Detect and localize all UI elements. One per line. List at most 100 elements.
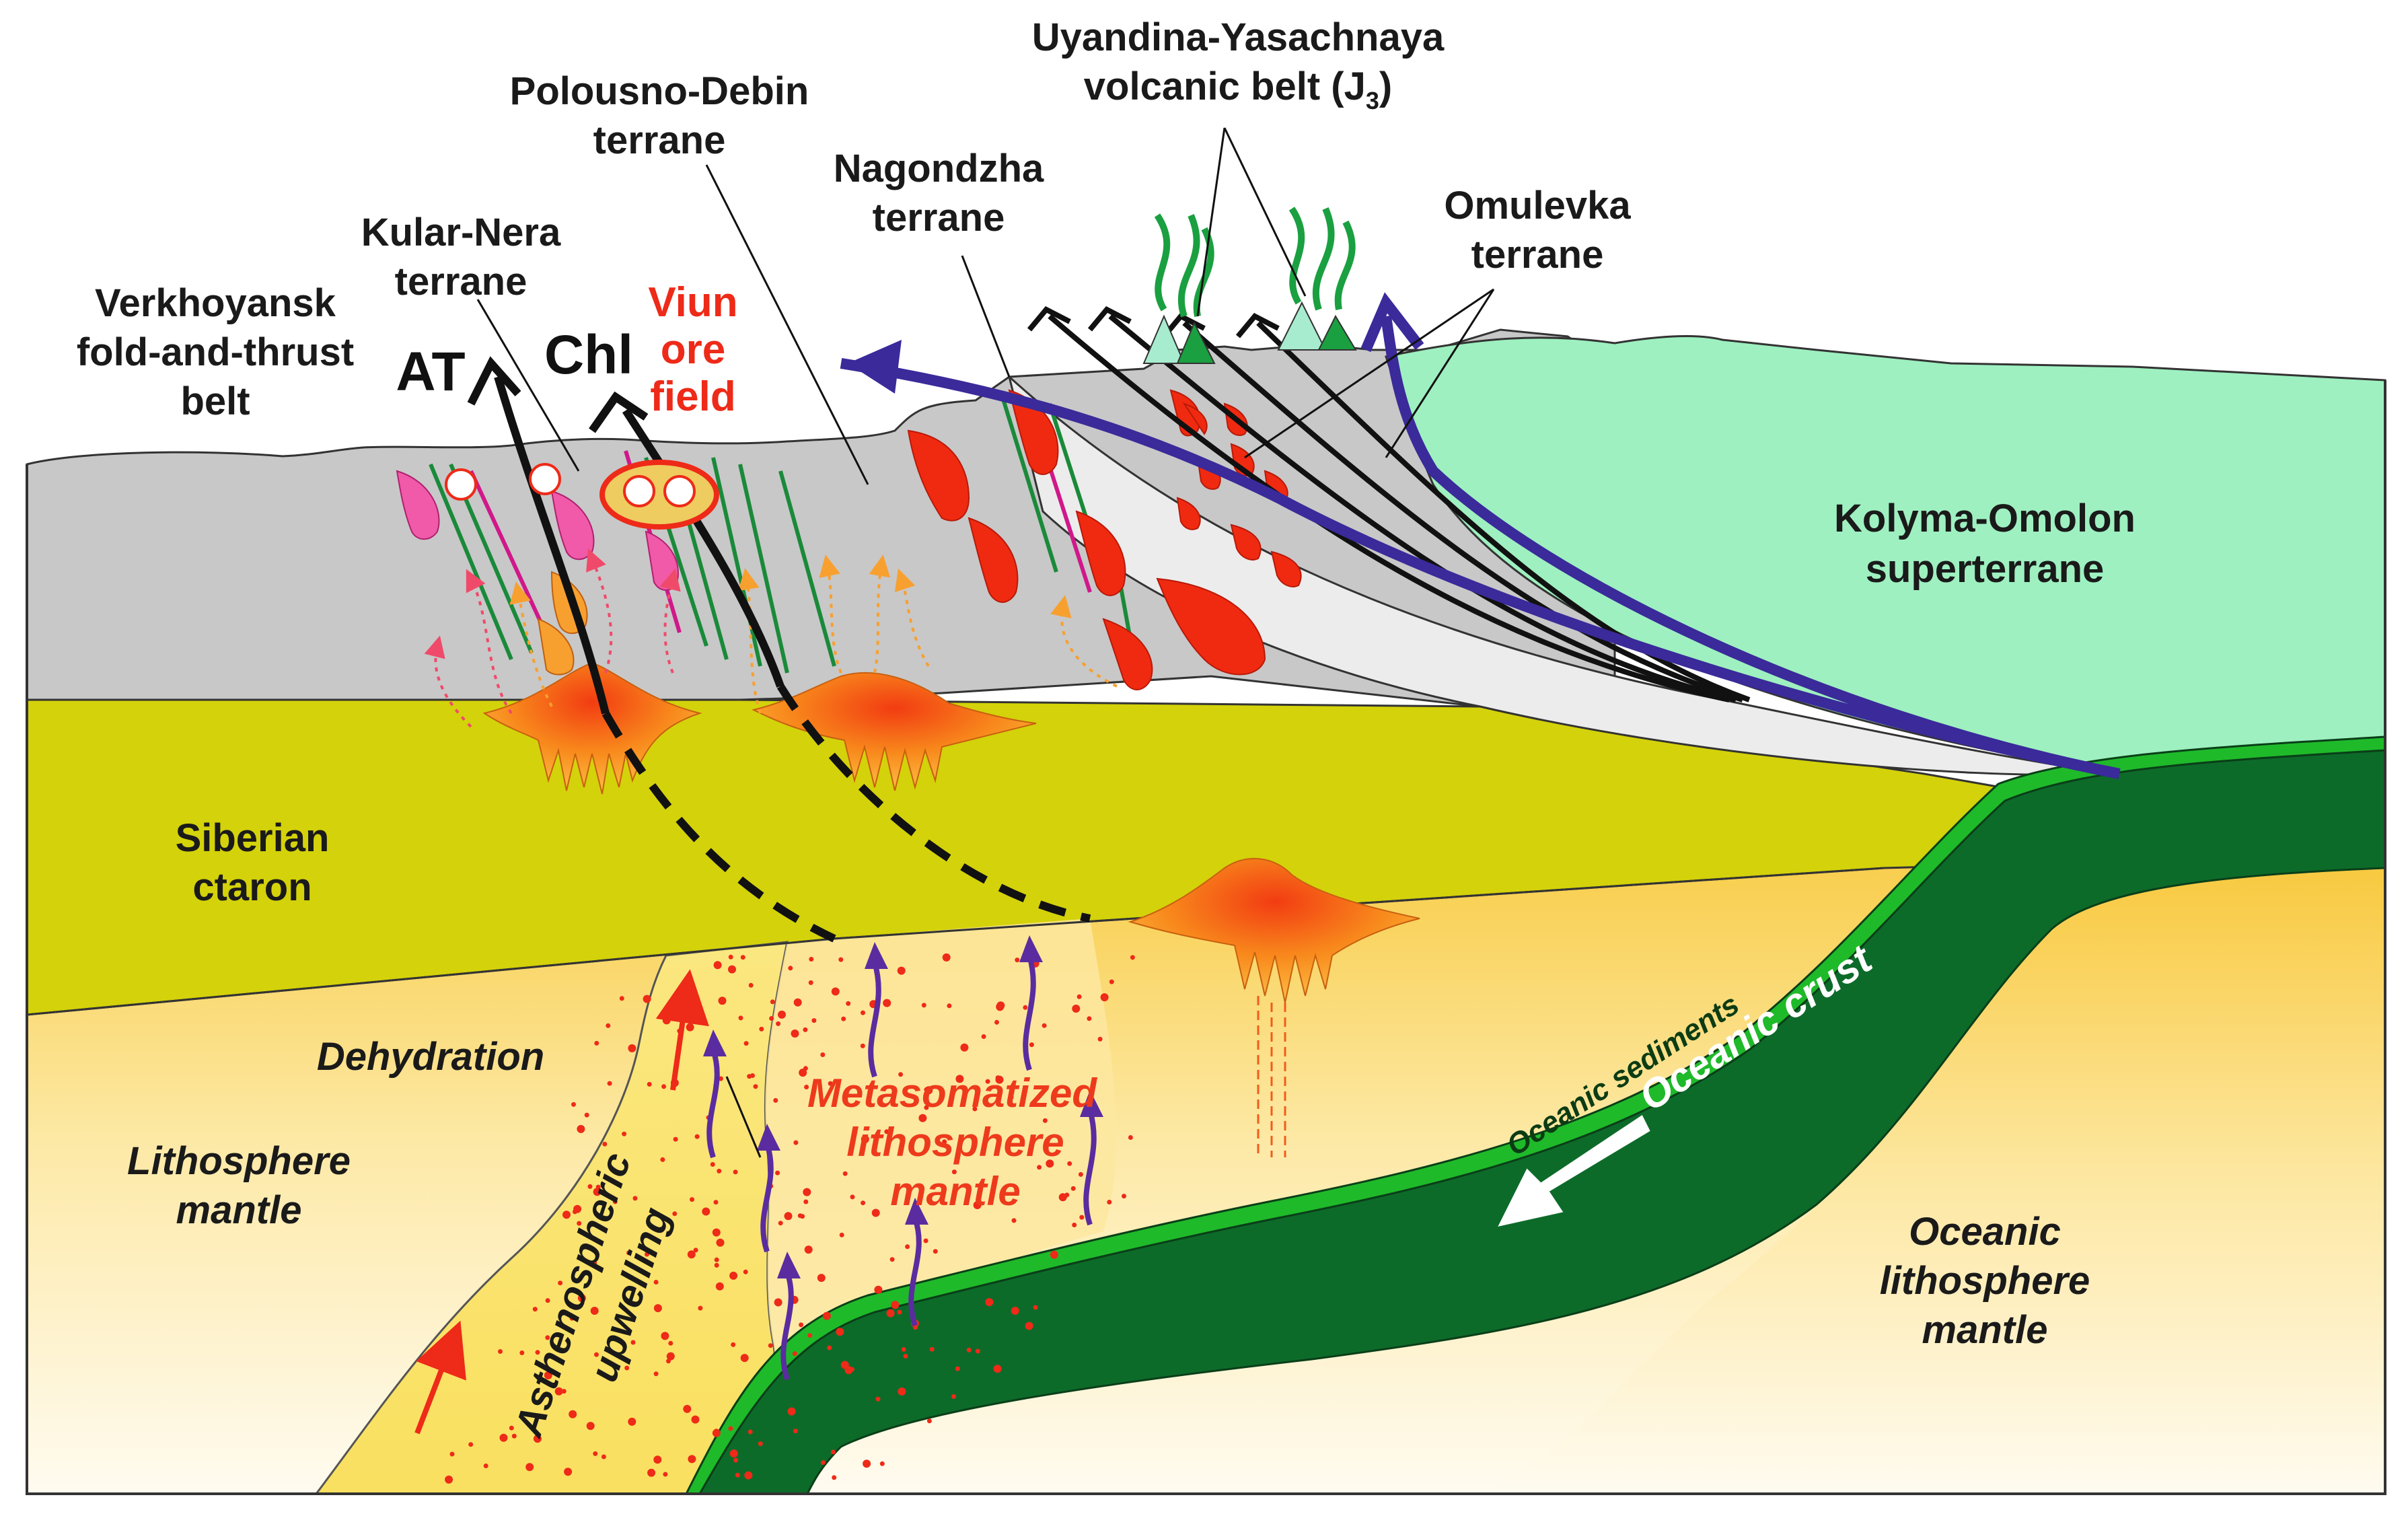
metasomatic-dot xyxy=(788,966,793,970)
metasomatic-dot xyxy=(683,1405,691,1413)
uyandina-label-line2-text: volcanic belt (J xyxy=(1084,65,1366,108)
metasomatic-dot xyxy=(850,1367,854,1372)
metasomatic-dot xyxy=(1071,1186,1076,1191)
nagondzha-label-line2: terrane xyxy=(873,196,1005,240)
metasomatized-label-line2: lithosphere xyxy=(846,1120,1064,1165)
metasomatic-dot xyxy=(713,1429,721,1437)
metasomatic-dot xyxy=(729,955,733,960)
metasomatic-dot xyxy=(667,1352,675,1361)
metasomatic-dot xyxy=(593,1451,597,1456)
metasomatic-dot xyxy=(1050,1251,1058,1259)
metasomatic-dot xyxy=(620,996,624,1001)
metasomatic-dot xyxy=(985,1298,993,1306)
metasomatic-dot xyxy=(750,1073,755,1078)
metasomatic-dot xyxy=(1033,1305,1038,1310)
metasomatic-dot xyxy=(799,1069,807,1077)
polousno-label-line1: Polousno-Debin xyxy=(510,69,809,113)
metasomatic-dot xyxy=(695,998,700,1003)
metasomatic-dot xyxy=(832,1475,836,1480)
metasomatic-dot xyxy=(1067,1161,1072,1166)
metasomatic-dot xyxy=(710,1162,715,1167)
omulevka-label-line2: terrane xyxy=(1471,233,1604,277)
kolyma-label-line2: superterrane xyxy=(1866,547,2105,591)
metasomatic-dot xyxy=(811,1018,816,1023)
metasomatic-dot xyxy=(601,1455,606,1459)
metasomatic-dot xyxy=(571,1102,576,1107)
metasomatic-dot xyxy=(591,1307,599,1315)
metasomatic-dot xyxy=(800,1214,805,1219)
metasomatic-dot xyxy=(628,1044,636,1052)
metasomatic-dot xyxy=(994,1365,1002,1373)
metasomatic-dot xyxy=(715,1258,719,1262)
metasomatic-dot xyxy=(768,1343,773,1348)
metasomatic-dot xyxy=(1107,1200,1111,1204)
metasomatic-dot xyxy=(874,1286,882,1294)
metasomatic-dot xyxy=(654,1371,659,1376)
metasomatic-dot xyxy=(778,1011,786,1019)
metasomatic-dot xyxy=(663,1016,671,1024)
metasomatic-dot xyxy=(1128,1135,1133,1140)
metasomatic-dot xyxy=(791,1030,799,1038)
metasomatic-dot xyxy=(594,1041,599,1046)
metasomatic-dot xyxy=(769,1016,774,1021)
metasomatic-dot xyxy=(838,958,843,962)
metasomatic-dot xyxy=(653,1455,661,1464)
chl-fault-label: Chl xyxy=(544,324,633,386)
siberian-label-line2: ctaron xyxy=(192,865,312,909)
metasomatic-dot xyxy=(714,961,722,969)
metasomatic-dot xyxy=(793,1351,797,1356)
metasomatic-dot xyxy=(994,1020,999,1025)
metasomatic-dot xyxy=(668,1341,673,1346)
siberian-label-line1: Siberian xyxy=(176,816,330,860)
metasomatic-dot xyxy=(686,1023,694,1032)
metasomatic-dot xyxy=(759,1027,764,1032)
metasomatic-dot xyxy=(690,1197,694,1202)
metasomatic-dot xyxy=(887,1309,895,1318)
metasomatic-dot xyxy=(622,1132,626,1136)
metasomatic-dot xyxy=(1029,1042,1034,1047)
metasomatic-dot xyxy=(775,1171,780,1176)
metasomatic-dot xyxy=(880,1461,885,1466)
oceanic-lithosphere-label-line1: Oceanic xyxy=(1909,1210,2061,1254)
oceanic-lithosphere-label-line2: lithosphere xyxy=(1880,1259,2090,1303)
metasomatic-dot xyxy=(450,1452,455,1457)
metasomatic-dot xyxy=(660,1157,665,1162)
metasomatic-dot xyxy=(1015,958,1019,962)
metasomatic-dot xyxy=(817,1274,826,1282)
metasomatic-dot xyxy=(688,1250,696,1258)
viun-label-line2: ore xyxy=(661,326,725,373)
kular-nera-label-line1: Kular-Nera xyxy=(361,211,561,254)
metasomatic-dot xyxy=(807,1333,812,1338)
kular-nera-label-line2: terrane xyxy=(395,260,527,303)
metasomatic-dot xyxy=(898,967,906,975)
metasomatic-dot xyxy=(713,1229,721,1237)
metasomatic-dot xyxy=(1122,1194,1126,1198)
metasomatic-dot xyxy=(960,1044,968,1052)
metasomatic-dot xyxy=(776,1021,780,1026)
metasomatic-dot xyxy=(843,1171,848,1176)
metasomatic-dot xyxy=(1079,1215,1084,1220)
metasomatic-dot xyxy=(692,1416,700,1424)
dehydration-label: Dehydration xyxy=(317,1035,544,1079)
metasomatic-dot xyxy=(774,1299,782,1307)
metasomatic-dot xyxy=(512,1434,517,1439)
metasomatic-dot xyxy=(628,1418,636,1426)
oceanic-lithosphere-label-line3: mantle xyxy=(1922,1308,2048,1352)
metasomatic-dot xyxy=(719,997,727,1005)
metasomatic-dot xyxy=(498,1349,503,1354)
uyandina-label-line1: Uyandina-Yasachnaya xyxy=(1032,15,1445,59)
metasomatic-dot xyxy=(663,1472,667,1477)
metasomatic-dot xyxy=(702,1208,710,1216)
polousno-label-line2: terrane xyxy=(593,118,726,162)
metasomatic-dot xyxy=(793,1141,798,1145)
metasomatic-dot xyxy=(1072,1223,1077,1227)
metasomatic-dot xyxy=(904,1354,908,1359)
metasomatic-dot xyxy=(1087,1016,1091,1021)
metasomatic-dot xyxy=(883,999,891,1007)
metasomatic-dot xyxy=(749,983,754,988)
metasomatic-dot xyxy=(841,1017,846,1021)
metasomatic-dot xyxy=(927,1418,932,1423)
metasomatic-dot xyxy=(730,1449,738,1457)
metasomatic-dot xyxy=(468,1442,473,1447)
